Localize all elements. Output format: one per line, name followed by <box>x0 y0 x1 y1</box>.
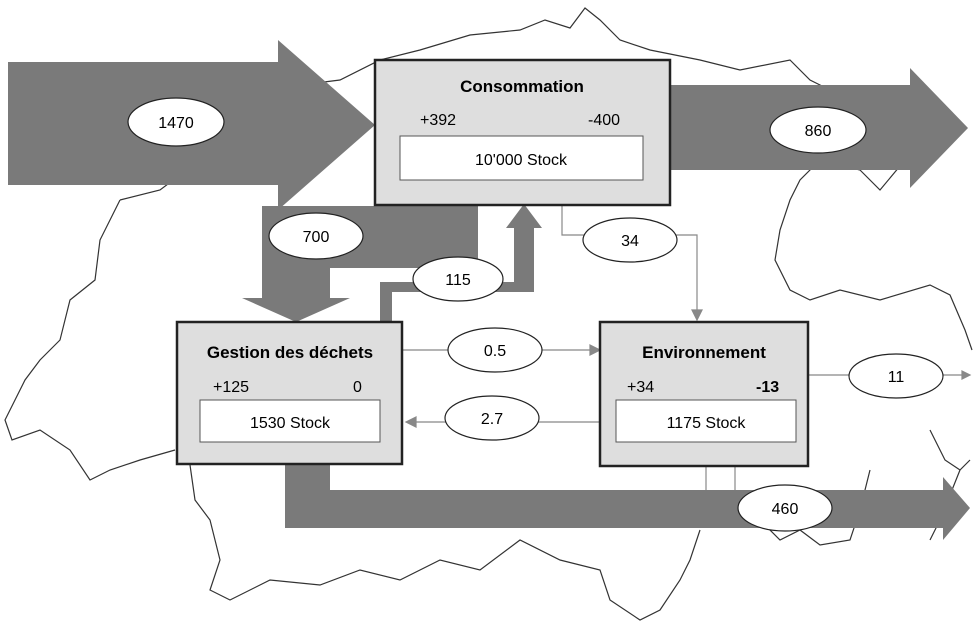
flow-label-gestion-to-environnement: 0.5 <box>447 327 543 373</box>
node-input: +392 <box>420 112 456 129</box>
node-title: Consommation <box>460 77 584 96</box>
flow-label-export: 860 <box>769 106 867 154</box>
node-output: 0 <box>353 379 362 396</box>
gestion-to-consommation-arrow <box>380 204 542 322</box>
node-stock: 1175 Stock <box>667 415 747 432</box>
svg-text:860: 860 <box>805 123 832 140</box>
svg-text:115: 115 <box>445 272 471 289</box>
svg-text:460: 460 <box>772 501 799 518</box>
node-input: +34 <box>627 379 654 396</box>
node-title: Environnement <box>642 343 766 362</box>
node-title: Gestion des déchets <box>207 343 373 362</box>
svg-text:34: 34 <box>621 233 639 250</box>
svg-text:1470: 1470 <box>158 115 194 132</box>
svg-text:0.5: 0.5 <box>484 343 506 360</box>
node-environnement: Environnement +34 -13 1175 Stock <box>598 320 810 468</box>
node-output: -400 <box>588 112 620 129</box>
flow-label-import: 1470 <box>127 97 225 147</box>
node-output: -13 <box>756 379 779 396</box>
node-gestion-des-dechets: Gestion des déchets +125 0 1530 Stock <box>175 320 404 466</box>
flow-label-environnement-to-gestion: 2.7 <box>444 395 540 441</box>
flow-label-consommation-to-gestion: 700 <box>268 212 364 260</box>
flow-labels: 1470 860 700 115 34 0.5 2.7 11 <box>127 97 944 532</box>
node-consommation: Consommation +392 -400 10'000 Stock <box>373 58 672 207</box>
svg-text:2.7: 2.7 <box>481 411 503 428</box>
node-stock: 1530 Stock <box>250 415 331 432</box>
svg-text:11: 11 <box>888 369 905 386</box>
flow-label-gestion-to-consommation: 115 <box>412 256 504 302</box>
svg-text:700: 700 <box>303 229 330 246</box>
gestion-export-arrow <box>285 463 970 540</box>
flow-label-environnement-export: 11 <box>848 353 944 399</box>
node-stock: 10'000 Stock <box>475 152 568 169</box>
flow-label-consommation-to-environnement: 34 <box>582 217 678 263</box>
flow-label-gestion-export: 460 <box>737 484 833 532</box>
node-input: +125 <box>213 379 249 396</box>
